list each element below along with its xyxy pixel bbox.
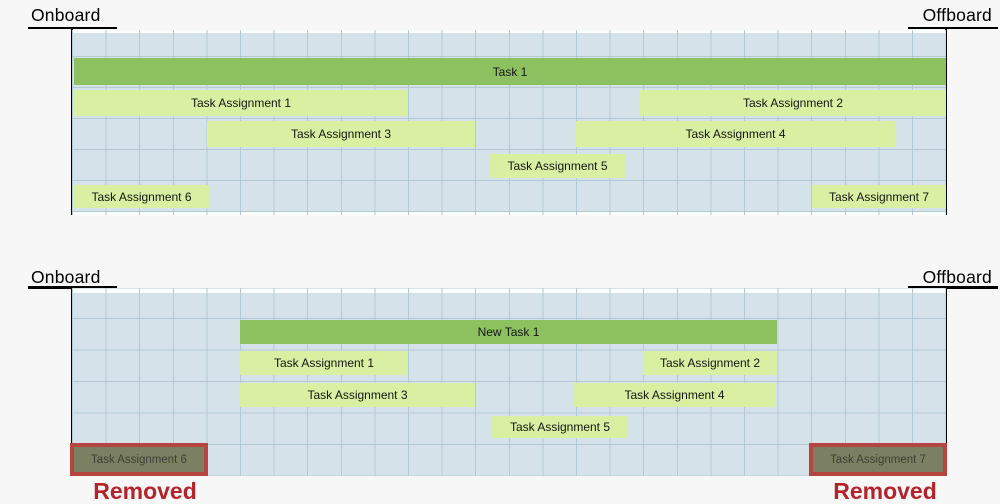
bar-new-task-1: New Task 1: [240, 320, 777, 344]
removed-caption-left: Removed: [93, 478, 197, 504]
bar-task-1: Task 1: [74, 58, 946, 85]
onboard-label: Onboard: [31, 5, 101, 25]
onboard-axis-line: [70, 27, 73, 215]
offboard-label: Offboard: [922, 267, 992, 287]
bar-task-assignment-1: Task Assignment 1: [240, 351, 408, 375]
onboard-label: Onboard: [31, 267, 101, 287]
bar-task-assignment-6: Task Assignment 6: [73, 185, 210, 208]
grid-lines: [72, 288, 946, 476]
timeline-grid: Task 1 Task Assignment 1 Task Assignment…: [72, 30, 946, 215]
timeline-grid: New Task 1 Task Assignment 1 Task Assign…: [70, 288, 947, 476]
bar-task-assignment-2: Task Assignment 2: [640, 90, 946, 116]
offboard-label: Offboard: [922, 5, 992, 25]
bar-task-assignment-5: Task Assignment 5: [492, 416, 628, 438]
gantt-after: Onboard Offboard New Task 1 Task Assignm…: [0, 260, 1000, 504]
removed-caption-right: Removed: [833, 478, 937, 504]
bar-task-assignment-6-removed: Task Assignment 6: [70, 443, 208, 476]
offboard-underline: [908, 286, 998, 289]
bar-task-assignment-1: Task Assignment 1: [74, 90, 408, 116]
bar-task-assignment-5: Task Assignment 5: [490, 154, 625, 178]
bar-task-assignment-7-removed: Task Assignment 7: [809, 443, 947, 476]
bar-task-assignment-4: Task Assignment 4: [576, 121, 895, 147]
gantt-before: Onboard Offboard Task 1 Task Assignment …: [0, 0, 1000, 232]
offboard-underline: [908, 26, 998, 29]
onboard-axis-line: [70, 286, 73, 476]
bar-task-assignment-7: Task Assignment 7: [812, 185, 946, 208]
bar-task-assignment-2: Task Assignment 2: [643, 351, 777, 375]
bar-task-assignment-3: Task Assignment 3: [240, 383, 475, 407]
bar-task-assignment-3: Task Assignment 3: [207, 121, 475, 147]
bar-task-assignment-4: Task Assignment 4: [573, 383, 776, 407]
